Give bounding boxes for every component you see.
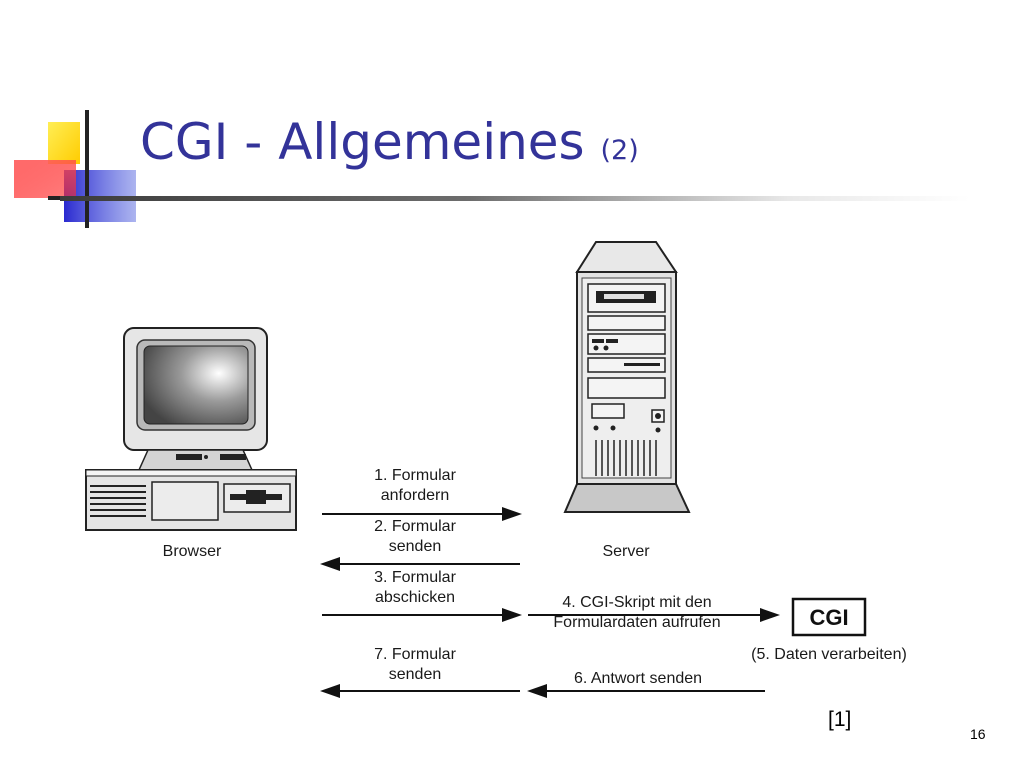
arrowhead-step2 — [320, 557, 340, 571]
slide-title-text: CGI - Allgemeines — [140, 113, 585, 171]
step1-line2: anfordern — [380, 487, 450, 504]
server-tower-icon — [563, 241, 691, 513]
step3-label: 3. Formular abschicken — [342, 568, 488, 608]
arrowhead-step3 — [502, 608, 522, 622]
arrowhead-step1 — [502, 507, 522, 521]
page-number: 16 — [970, 726, 986, 742]
deco-red-square — [14, 160, 76, 198]
step2-line2: senden — [388, 538, 442, 555]
arrowhead-step4 — [760, 608, 780, 622]
step4-label: 4. CGI-Skript mit den Formulardaten aufr… — [530, 593, 744, 633]
arrowhead-step7 — [320, 684, 340, 698]
step2-label: 2. Formular senden — [342, 517, 488, 557]
reference-label: [1] — [828, 708, 852, 731]
step7-line2: senden — [388, 666, 442, 683]
title-underline — [60, 196, 970, 201]
cgi-box-label: CGI — [809, 605, 848, 630]
step3-line1: 3. Formular — [374, 569, 456, 586]
step5-label: (5. Daten verarbeiten) — [751, 646, 907, 663]
slide-title: CGI - Allgemeines (2) — [140, 112, 639, 172]
step7-label: 7. Formular senden — [342, 645, 488, 685]
browser-label: Browser — [162, 543, 222, 560]
step3-line2: abschicken — [374, 589, 456, 606]
server-label: Server — [602, 543, 650, 560]
step4-line2: Formulardaten aufrufen — [553, 614, 721, 631]
step4-line1: 4. CGI-Skript mit den — [562, 594, 712, 611]
step1-label: 1. Formular anfordern — [342, 466, 488, 506]
deco-vertical-bar — [85, 110, 89, 228]
slide-title-suffix: (2) — [600, 135, 639, 166]
step7-line1: 7. Formular — [374, 646, 456, 663]
cgi-box — [791, 597, 867, 637]
step6-label: 6. Antwort senden — [573, 670, 703, 687]
deco-yellow-square — [48, 122, 80, 164]
step2-line1: 2. Formular — [374, 518, 456, 535]
step1-line1: 1. Formular — [374, 467, 456, 484]
browser-computer-icon — [85, 327, 297, 531]
arrowhead-step6 — [527, 684, 547, 698]
